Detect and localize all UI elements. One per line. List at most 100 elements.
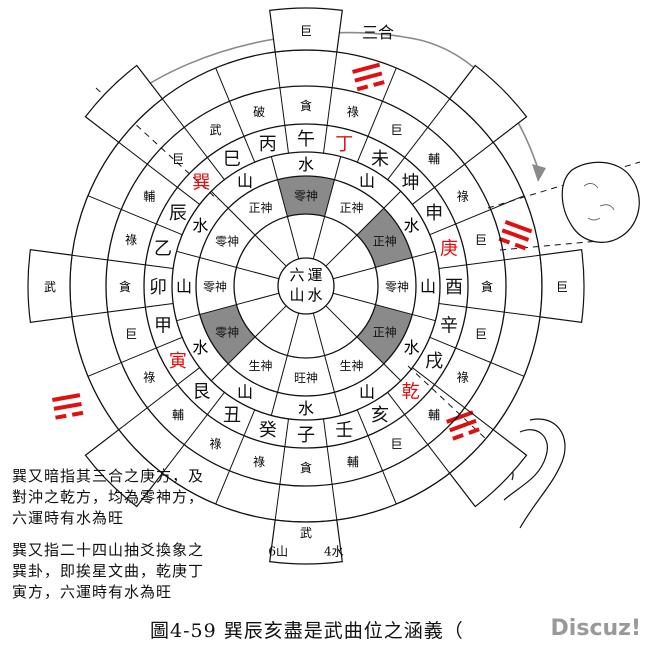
- mountain-label: 午: [297, 129, 315, 150]
- star-label: 祿: [209, 437, 221, 451]
- mountain-label: 子: [297, 425, 315, 446]
- star-label: 輔: [428, 152, 440, 166]
- outer-label-south: 巨: [300, 24, 312, 38]
- star-label: 輔: [347, 455, 359, 469]
- ring-waterhill: 水: [404, 338, 420, 357]
- note-line: 寅方，六運時有水為旺: [12, 583, 173, 601]
- radial-line: [429, 195, 525, 236]
- radial-line: [161, 392, 225, 474]
- ring-waterhill: 山: [237, 171, 253, 190]
- watermark-logo: Discuz!: [550, 616, 641, 641]
- star-label: 貪: [300, 460, 312, 475]
- star-label: 輔: [143, 190, 155, 204]
- radial-line: [429, 336, 525, 377]
- note-block-1: 巽又暗指其三合之庚方，及 對沖之乾方，均為零神方， 六運時有水為旺: [12, 466, 204, 529]
- ring-label: 零神: [215, 326, 239, 340]
- ring-waterhill: 水: [404, 216, 420, 235]
- star-label: 巨: [475, 327, 487, 341]
- star-label: 輔: [428, 408, 440, 422]
- star-label: 祿: [253, 455, 265, 469]
- trigram-marks: [52, 62, 533, 441]
- ring-circle: [143, 123, 469, 449]
- radial-line: [176, 292, 280, 322]
- note-line: 巽又指二十四山抽爻換象之: [12, 541, 205, 559]
- center-char: 水: [307, 286, 322, 304]
- ring-circle: [195, 175, 417, 397]
- radial-line: [210, 305, 287, 382]
- radial-line: [274, 418, 290, 521]
- outer-box: [539, 249, 585, 323]
- ring-waterhill: 山: [359, 171, 375, 190]
- figure-caption: 圖4-59 巽辰亥盡是武曲位之涵義（: [150, 620, 464, 642]
- radial-line: [312, 312, 342, 416]
- outer-box: [84, 428, 164, 508]
- shaded-sector: [356, 208, 413, 268]
- ring-waterhill: 山: [420, 277, 436, 296]
- radial-line: [118, 367, 200, 431]
- radial-line: [322, 51, 338, 154]
- star-label: 巨: [390, 437, 402, 451]
- radial-line: [412, 141, 494, 205]
- ring-waterhill: 水: [298, 155, 314, 174]
- outer-box: [448, 428, 528, 508]
- outer-box: [269, 7, 343, 53]
- radial-line: [161, 98, 225, 180]
- mountain-label: 艮: [192, 382, 210, 403]
- mountain-label: 卯: [149, 277, 167, 298]
- radial-line: [322, 418, 338, 521]
- note-line: 巽卦，即挨星文曲，乾庚丁: [12, 562, 205, 580]
- outer-box: [269, 519, 343, 565]
- shaded-sector: [277, 176, 335, 217]
- mountain-label: 巳: [223, 149, 241, 170]
- star-label: 輔: [172, 408, 184, 422]
- radial-line: [332, 250, 436, 280]
- outer-box: [448, 64, 528, 144]
- ring-waterhill: 水: [192, 216, 208, 235]
- radial-line: [356, 409, 397, 505]
- radial-line: [215, 67, 256, 163]
- mountain-label: 壬: [335, 420, 353, 441]
- ring-label: 零神: [294, 189, 318, 203]
- ring-label: 生神: [248, 359, 272, 373]
- star-label: 破: [253, 104, 265, 119]
- rock-illustration: [561, 161, 640, 243]
- radial-line: [312, 156, 342, 260]
- ring-label: 零神: [385, 280, 409, 294]
- mountain-label: 丙: [259, 134, 277, 155]
- star-label: 貪: [300, 98, 312, 113]
- radial-line: [210, 190, 287, 267]
- ring-label: 正神: [373, 326, 397, 340]
- radial-line: [215, 409, 256, 505]
- mountain-label: 癸: [259, 420, 277, 441]
- mountain-label: 乾: [402, 382, 420, 403]
- shaded-sector: [199, 304, 256, 364]
- mountain-label: 乙: [154, 239, 172, 260]
- outer-label-north: 武: [300, 526, 312, 540]
- sanhe-label: 三合: [362, 23, 394, 42]
- note-line: 六運時有水為旺: [12, 509, 125, 527]
- ring-circle: [105, 85, 507, 487]
- radial-line: [332, 292, 436, 322]
- radial-line: [71, 254, 174, 270]
- mountain-label: 亥: [371, 405, 389, 426]
- mountain-label: 寅: [169, 351, 187, 372]
- ring-label: 零神: [215, 235, 239, 249]
- star-label: 祿: [457, 371, 469, 385]
- mountain-label: 坤: [402, 172, 420, 193]
- mountain-label: 辛: [440, 315, 458, 336]
- radial-line: [325, 190, 402, 267]
- outer-label-north-right: 4水: [324, 545, 344, 559]
- outer-label-north-left: 6山: [268, 545, 288, 559]
- outer-label-east: 巨: [556, 280, 568, 294]
- ring-waterhill: 山: [359, 383, 375, 402]
- radial-line: [387, 98, 451, 180]
- center-char: 六: [289, 266, 304, 284]
- center-char: 山: [289, 286, 304, 304]
- star-label: 祿: [125, 233, 137, 247]
- star-label: 巨: [390, 123, 402, 137]
- radial-line: [356, 67, 397, 163]
- ring-circle: [233, 213, 379, 359]
- radial-line: [387, 392, 451, 474]
- ring-label: 正神: [373, 235, 397, 249]
- star-label: 巨: [475, 233, 487, 247]
